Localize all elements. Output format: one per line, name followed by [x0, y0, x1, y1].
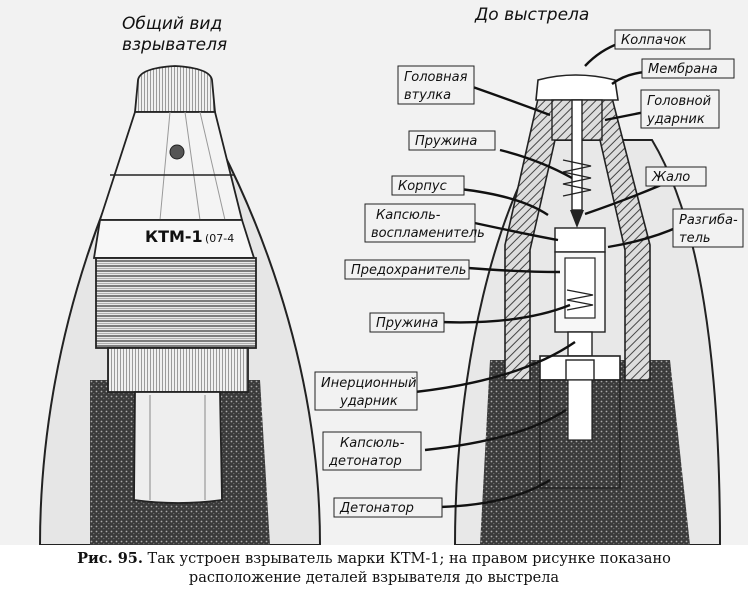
right-title: До выстрела	[474, 5, 589, 25]
leader-lines	[414, 41, 685, 509]
label-predohranitel: Предохранитель	[351, 263, 466, 278]
label-golovnoy-udarnik-1: Головной	[647, 94, 711, 109]
label-golovnaya-vtulka-1: Головная	[404, 70, 468, 85]
label-golovnoy-udarnik-2: ударник	[646, 112, 705, 127]
label-pruzhina-top: Пружина	[415, 134, 477, 149]
label-kapsyul-detonator-2: детонатор	[328, 454, 402, 469]
label-detonator: Детонатор	[339, 501, 414, 516]
label-kapsyul-detonator-1: Капсюль-	[340, 436, 405, 451]
left-title-line2: взрывателя	[122, 35, 227, 55]
label-frames	[314, 29, 744, 518]
label-kapsyul-vosplamenitel-2: воспламенитель	[371, 226, 485, 241]
label-korpus: Корпус	[398, 179, 447, 194]
fuze-marking: КТМ-1	[145, 227, 203, 246]
label-razgibatel-1: Разгиба-	[679, 213, 738, 228]
label-inertsionny-udarnik-2: ударник	[339, 394, 398, 409]
label-kolpachok: Колпачок	[621, 33, 687, 48]
caption-text-line1: Так устроен взрыватель марки КТМ-1; на п…	[147, 551, 671, 567]
figure-caption: Рис. 95. Так устроен взрыватель марки КТ…	[0, 549, 748, 597]
caption-line2: расположение деталей взрывателя до выстр…	[188, 570, 560, 586]
label-inertsionny-udarnik-1: Инерционный	[321, 376, 416, 391]
figure-number: Рис. 95.	[77, 550, 143, 567]
caption-line1: Рис. 95. Так устроен взрыватель марки КТ…	[0, 549, 748, 569]
left-title-line1: Общий вид	[122, 14, 222, 34]
label-golovnaya-vtulka-2: втулка	[404, 88, 451, 103]
fuze-marking-small: (07-4	[205, 232, 234, 245]
label-pruzhina-bottom: Пружина	[376, 316, 438, 331]
label-zhalo: Жало	[651, 170, 690, 185]
label-membrana: Мембрана	[648, 62, 718, 77]
fuze-illustration: КТМ-1 (07-4 Общий вид взрывателя Д	[0, 0, 748, 545]
label-kapsyul-vosplamenitel-1: Капсюль-	[376, 208, 441, 223]
left-fuze-drawing	[92, 65, 257, 504]
label-razgibatel-2: тель	[679, 231, 711, 246]
